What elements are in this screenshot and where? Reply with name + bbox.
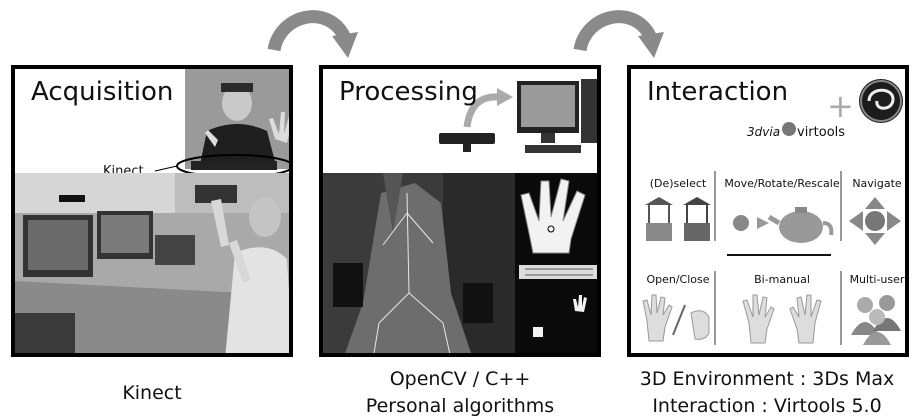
flow-arrow-1 <box>267 10 358 58</box>
processing-panel: Processing <box>319 65 601 357</box>
kinect-to-pc-illustration <box>439 79 597 153</box>
acquisition-title: Acquisition <box>31 77 174 107</box>
room-photo <box>15 173 289 353</box>
processing-title: Processing <box>339 77 478 107</box>
bi-manual-hands-icon <box>742 294 822 344</box>
user-photo <box>185 69 289 169</box>
acquisition-caption-line-1: Kinect <box>122 382 182 404</box>
interaction-panel: Interaction + 3dvia virtools (De)select … <box>627 65 909 357</box>
3ds-max-logo <box>859 79 903 123</box>
interaction-title: Interaction <box>647 77 789 107</box>
action-bi-manual: Bi-manual <box>754 273 810 286</box>
interaction-caption-line-2: Interaction : Virtools 5.0 <box>652 395 882 417</box>
interaction-caption: 3D Environment : 3Ds Max Interaction : V… <box>616 366 918 420</box>
hand-tracking-window <box>515 173 597 353</box>
plus-sign: + <box>827 87 854 125</box>
processing-caption: OpenCV / C++ Personal algorithms <box>319 366 601 420</box>
processing-caption-line-2: Personal algorithms <box>365 395 555 417</box>
virtools-logo-icon <box>782 122 796 136</box>
interaction-caption-line-1: 3D Environment : 3Ds Max <box>639 368 895 390</box>
flow-arrow-2 <box>573 10 664 58</box>
grid-dividers <box>714 171 842 345</box>
action-open-close: Open/Close <box>646 273 710 286</box>
virtools-logo: virtools <box>797 125 846 140</box>
navigate-icon <box>849 197 901 245</box>
3dvia-logo: 3dvia <box>747 125 781 139</box>
action-multi-user: Multi-user <box>849 273 905 286</box>
acquisition-caption: Kinect <box>11 380 293 407</box>
action-deselect: (De)select <box>649 177 707 190</box>
teapot-transform-icon <box>733 207 834 243</box>
well-select-icon <box>645 197 711 241</box>
acquisition-panel: Acquisition Kinect <box>11 65 293 357</box>
action-move-rotate-rescale: Move/Rotate/Rescale <box>724 177 840 190</box>
processing-caption-line-1: OpenCV / C++ <box>389 368 531 390</box>
open-close-hands-icon <box>642 294 710 342</box>
action-navigate: Navigate <box>852 177 902 190</box>
depth-map-image <box>323 173 515 353</box>
multi-user-icon <box>851 295 901 345</box>
